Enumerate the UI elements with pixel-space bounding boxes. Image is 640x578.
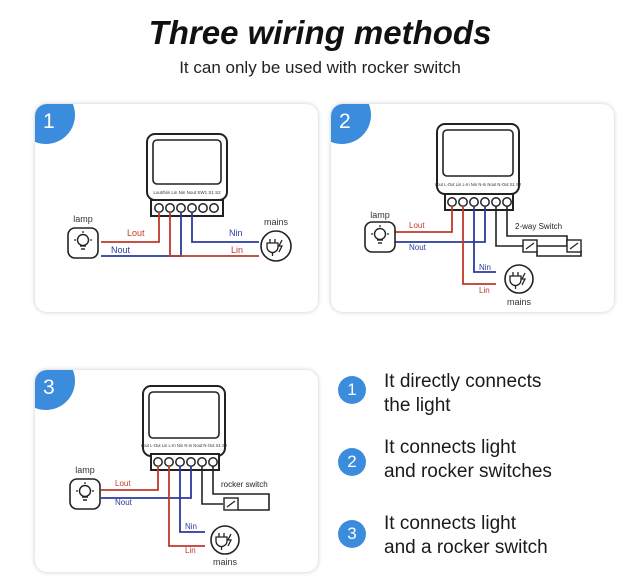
mains-label: mains — [264, 217, 289, 227]
description-1: 1 It directly connects the light — [338, 371, 628, 422]
wire-nin — [179, 466, 205, 533]
lout-label: Lout — [409, 221, 425, 230]
panel-number-badge: 1 — [35, 104, 75, 144]
description-line: It connects light — [384, 437, 517, 458]
description-line: the light — [384, 395, 451, 416]
wiring-diagram-1: Lout/Nin Lin Nin Nout SW1 S1 S2 lamp mai… — [67, 133, 292, 262]
wiring-diagram-3: Lout L-Out Lin L-In Nin N-In Nout N-Out … — [69, 385, 270, 567]
wire-nout — [395, 206, 486, 243]
lin-label: Lin — [185, 546, 196, 555]
mains-label: mains — [213, 557, 238, 567]
description-line: It directly connects — [384, 371, 542, 392]
plug-icon — [260, 230, 292, 262]
nin-label: Nin — [185, 522, 197, 531]
wiring-panel-3: 3 Lout L-Out Lin L-In Nin N-In Nout N-Ou… — [35, 370, 318, 572]
lamp-label: lamp — [73, 214, 93, 224]
switch-icon — [223, 497, 239, 511]
nin-label: Nin — [479, 263, 491, 272]
plug-icon — [210, 525, 240, 555]
number-badge: 2 — [338, 448, 366, 476]
lamp-icon — [364, 221, 396, 253]
plug-icon — [504, 264, 534, 294]
lamp-icon — [67, 227, 99, 259]
description-3: 3 It connects light and a rocker switch — [338, 513, 628, 564]
nout-label: Nout — [111, 245, 131, 255]
lamp-label: lamp — [75, 465, 95, 475]
page-title: Three wiring methods — [148, 14, 492, 51]
lamp-icon — [69, 478, 101, 510]
wiring-diagram-2: Lout L-Out Lin L-In Nin N-In Nout N-Out … — [364, 123, 582, 307]
lin-label: Lin — [479, 286, 490, 295]
wire-lout — [395, 206, 453, 233]
nin-label: Nin — [229, 228, 243, 238]
wire-nout — [101, 466, 192, 499]
wire-lout — [101, 466, 159, 491]
wiring-panel-2: 2 Lout L-Out Lin L-In Nin N-In Nout N-Ou… — [331, 104, 614, 312]
description-line: and a rocker switch — [384, 537, 548, 558]
wiring-panel-1: 1 Lout/Nin Lin Nin Nout SW1 S1 S2 lamp m… — [35, 104, 318, 312]
description-line: It connects light — [384, 513, 517, 534]
terminal-labels: Lout L-Out Lin L-In Nin N-In Nout N-Out … — [435, 182, 522, 187]
wire-nin — [473, 206, 496, 273]
wire-lin — [168, 466, 205, 547]
number-badge: 3 — [338, 520, 366, 548]
lout-label: Lout — [127, 228, 145, 238]
terminal-labels: Lout L-Out Lin L-In Nin N-In Nout N-Out … — [141, 443, 228, 448]
description-line: and rocker switches — [384, 461, 552, 482]
switch-label: 2-way Switch — [515, 222, 562, 231]
page-subtitle: It can only be used with rocker switch — [179, 58, 461, 77]
terminal-labels: Lout/Nin Lin Nin Nout SW1 S1 S2 — [153, 190, 221, 195]
lin-label: Lin — [231, 245, 243, 255]
switch-icon — [522, 239, 582, 253]
lamp-label: lamp — [370, 210, 390, 220]
nout-label: Nout — [409, 243, 427, 252]
description-2: 2 It connects light and rocker switches — [338, 437, 628, 488]
lout-label: Lout — [115, 479, 131, 488]
number-badge: 1 — [338, 376, 366, 404]
wire-lout — [101, 212, 160, 243]
switch-label: rocker switch — [221, 480, 268, 489]
wire-lin — [462, 206, 496, 285]
nout-label: Nout — [115, 498, 133, 507]
wire-lin — [169, 212, 259, 257]
wire-nin — [191, 212, 259, 243]
mains-label: mains — [507, 297, 532, 307]
